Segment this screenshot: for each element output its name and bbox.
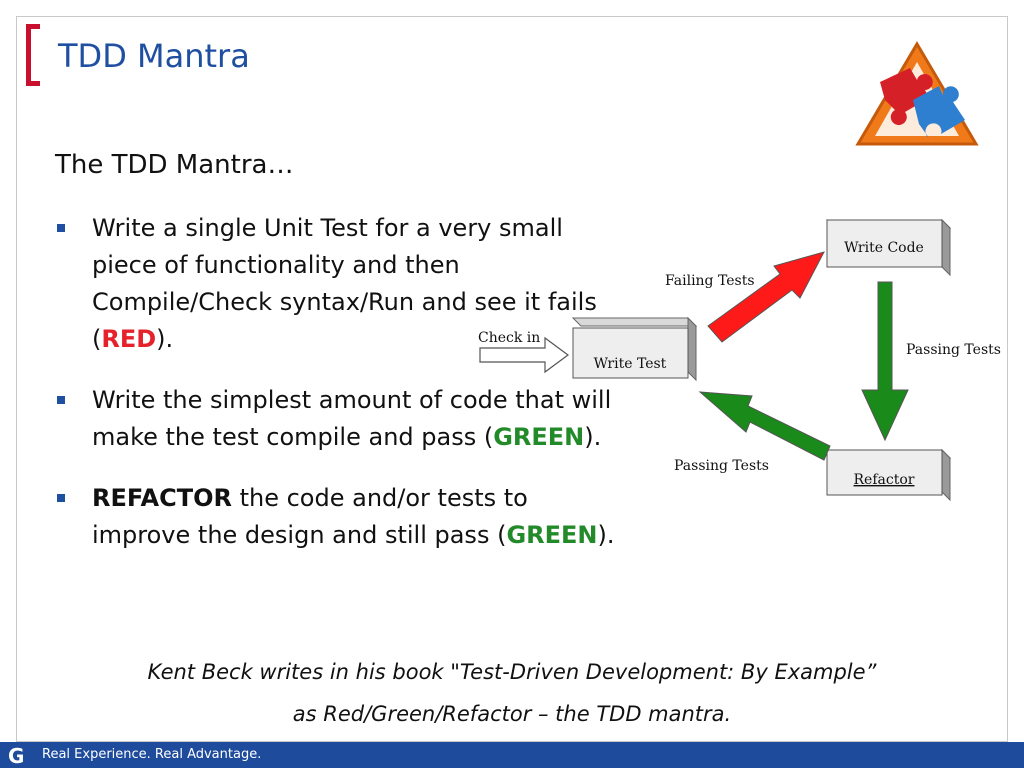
bullet-text: Write a single Unit Test for a very smal… <box>92 214 597 353</box>
footer-bar: G Real Experience. Real Advantage. <box>0 742 1024 768</box>
slide-frame <box>16 16 1008 742</box>
passing-tests-right-label: Passing Tests <box>906 342 1001 358</box>
failing-tests-label: Failing Tests <box>665 273 755 289</box>
red-highlight: RED <box>101 325 157 353</box>
bullet-text-end: ). <box>584 423 602 451</box>
bullet-text: the code and/or tests to improve the des… <box>92 484 528 549</box>
failing-tests-arrow-icon <box>707 251 825 343</box>
bullet-item: Write the simplest amount of code that w… <box>55 382 615 456</box>
quote-line-2: as Red/Green/Refactor – the TDD mantra. <box>292 702 732 726</box>
write-test-label: Write Test <box>594 356 667 372</box>
bullet-text: Write the simplest amount of code that w… <box>92 386 612 451</box>
check-in-label: Check in <box>478 330 540 346</box>
refactor-label: Refactor <box>854 472 915 488</box>
green-highlight: GREEN <box>506 521 598 549</box>
bullet-text-end: ). <box>156 325 174 353</box>
square-bullet-icon <box>57 396 65 404</box>
green-highlight: GREEN <box>493 423 585 451</box>
square-bullet-icon <box>57 224 65 232</box>
company-logo-icon: G <box>8 744 25 768</box>
bullet-item: REFACTOR the code and/or tests to improv… <box>55 480 615 554</box>
bullet-list: Write a single Unit Test for a very smal… <box>55 210 615 578</box>
title-bracket <box>26 24 40 86</box>
bullet-text-end: ). <box>597 521 615 549</box>
tdd-cycle-diagram: Write Code Write Test Refactor Check in … <box>478 218 1001 502</box>
slide-title: TDD Mantra <box>58 37 250 75</box>
refactor-box: Refactor <box>825 448 952 502</box>
write-code-box: Write Code <box>825 218 952 277</box>
footer-tagline: Real Experience. Real Advantage. <box>42 747 262 762</box>
quote-line-1: Kent Beck writes in his book "Test-Drive… <box>147 660 877 684</box>
write-code-label: Write Code <box>844 240 924 256</box>
refactor-lead: REFACTOR <box>92 484 232 512</box>
check-in-arrow-icon <box>479 336 570 374</box>
subtitle: The TDD Mantra… <box>55 150 294 180</box>
passing-tests-back-arrow-icon <box>698 391 831 461</box>
passing-tests-down-arrow-icon <box>861 281 909 442</box>
square-bullet-icon <box>57 494 65 502</box>
passing-tests-left-label: Passing Tests <box>674 458 769 474</box>
bullet-item: Write a single Unit Test for a very smal… <box>55 210 615 358</box>
write-test-box: Write Test <box>571 316 698 382</box>
puzzle-logo-icon <box>855 41 979 146</box>
